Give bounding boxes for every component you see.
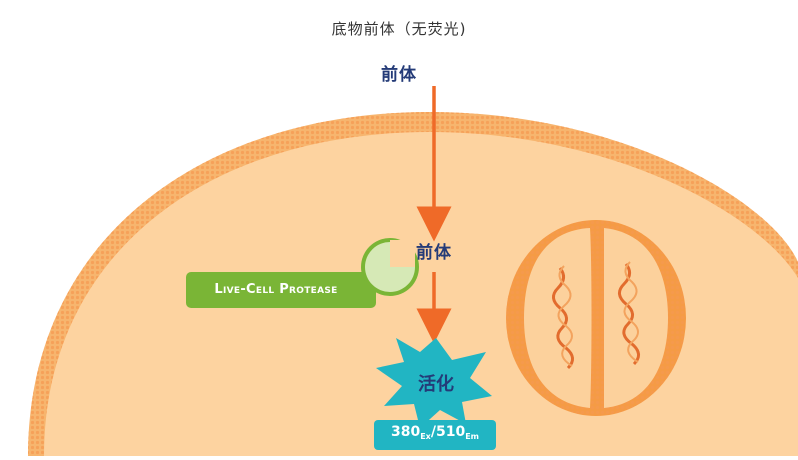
diagram-title: 底物前体（无荧光) [331,20,467,38]
activated-label: 活化 [418,374,454,395]
protease [186,238,419,308]
excitation-value: 380 [390,424,421,440]
excitation-sub: Ex [420,432,431,441]
emission-value: 510 [435,424,466,440]
mito-compartment-right [604,228,668,408]
protease-active-site [390,240,415,267]
burst-star [376,338,492,428]
precursor-inside-label: 前体 [416,243,452,263]
wavelength-label: 380Ex/510Em [374,424,496,441]
mito-compartment-left [524,228,592,408]
mito-dna-strand-3 [618,263,640,366]
protease-label-box [186,272,376,308]
emission-sub: Em [465,432,480,441]
wavelength-box [374,420,496,450]
fluorophore-burst [374,338,496,450]
wavelength-separator: / [430,424,436,440]
mito-dna-strand-1 [552,267,574,370]
precursor-outside-label: 前体 [381,65,417,85]
protease-label: Live-Cell Protease [214,282,338,297]
mito-dna-strand-2 [557,265,573,367]
mito-dna-strand-4 [623,261,639,363]
mitochondrion [506,220,686,416]
